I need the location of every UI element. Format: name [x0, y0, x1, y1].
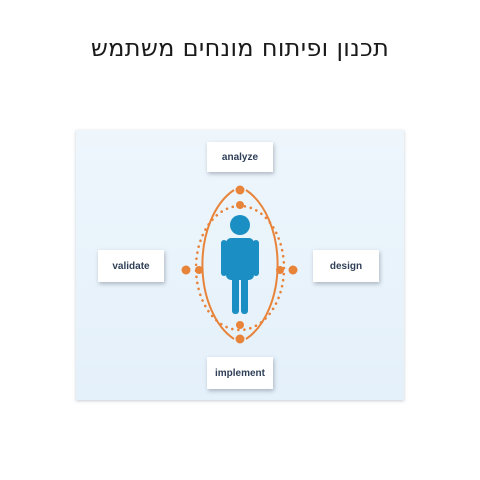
node-left-inner: [195, 266, 203, 274]
node-left-outer: [181, 265, 191, 275]
outer-arc-right: [245, 189, 279, 340]
node-top-inner: [236, 201, 244, 209]
outer-arc-left: [201, 189, 235, 340]
cycle-nodes: [181, 185, 298, 344]
slide-title: תכנון ופיתוח מונחים משתמש: [90, 34, 390, 62]
stage-analyze: analyze: [207, 142, 273, 172]
stage-implement: implement: [207, 357, 273, 389]
cycle-outer-ring: [201, 189, 279, 340]
node-bottom-inner: [236, 321, 244, 329]
node-bottom: [235, 334, 245, 344]
stage-validate: validate: [98, 250, 164, 282]
node-top: [235, 185, 245, 195]
stage-design: design: [313, 250, 379, 282]
node-right-inner: [276, 266, 284, 274]
person-icon: [221, 215, 259, 314]
node-right-outer: [288, 265, 298, 275]
